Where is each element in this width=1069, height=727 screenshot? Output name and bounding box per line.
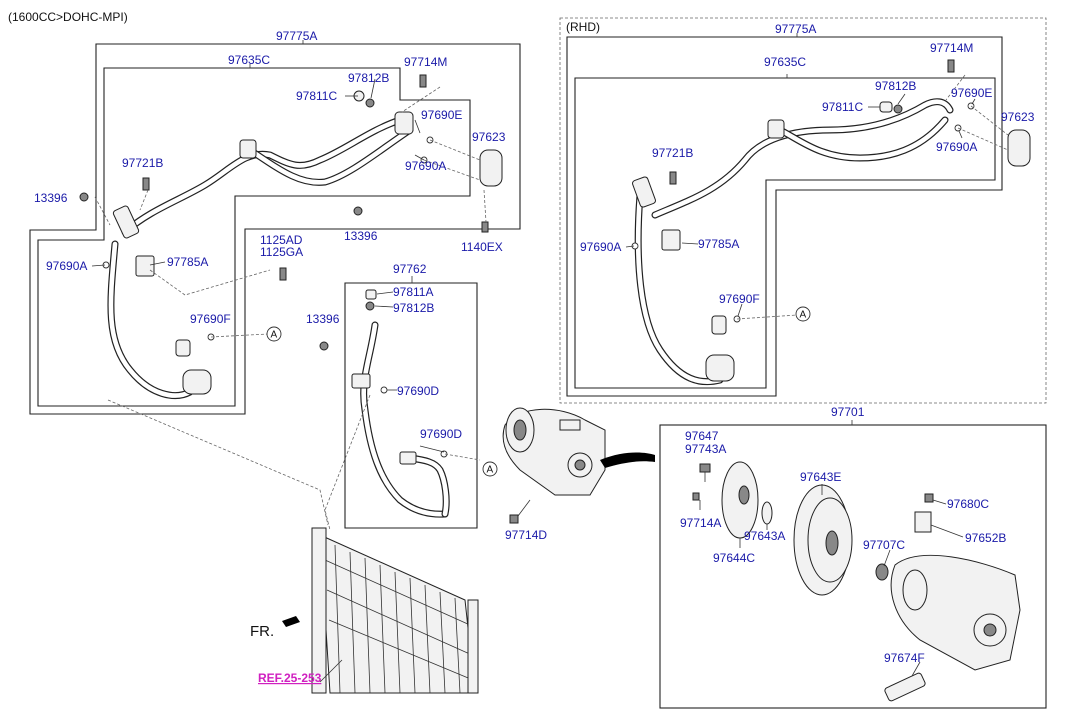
- rhd-callout-97690A-b[interactable]: 97690A: [936, 140, 977, 154]
- rhd-subassembly-outline-97635C: [574, 77, 996, 389]
- callout-97762[interactable]: 97762: [393, 262, 427, 276]
- callout-97690A[interactable]: 97690A: [46, 259, 87, 273]
- detail-outline-97701: [659, 424, 1047, 709]
- callout-97690F[interactable]: 97690F: [190, 312, 231, 326]
- rhd-callout-97690F[interactable]: 97690F: [719, 292, 760, 306]
- compressor-detail-97701: 97701 97647 97743A 97643E 97680C 97714A …: [659, 405, 1047, 709]
- callout-13396-b[interactable]: 13396: [344, 229, 378, 243]
- assembly-outline-97775A: [29, 43, 521, 415]
- outline-97762: [344, 282, 478, 529]
- compressor-assembly: A 97714D: [482, 407, 655, 542]
- callout-97674F[interactable]: 97674F: [884, 651, 925, 665]
- callout-97690D[interactable]: 97690D: [397, 384, 439, 398]
- subassembly-outline-97635C: [37, 67, 471, 407]
- callout-1140EX[interactable]: 1140EX: [461, 240, 503, 254]
- callout-97701[interactable]: 97701: [831, 405, 865, 419]
- receiver-dryer-icon: [479, 149, 503, 187]
- rhd-callout-97811C[interactable]: 97811C: [822, 100, 863, 114]
- marker-a-left-label: A: [271, 330, 278, 341]
- callout-97690A-top[interactable]: 97690A: [405, 159, 446, 173]
- rhd-callout-97623[interactable]: 97623: [1001, 110, 1035, 124]
- rhd-callout-97714M[interactable]: 97714M: [930, 41, 973, 55]
- rhd-callout-97721B[interactable]: 97721B: [652, 146, 693, 160]
- reference-link-25-253[interactable]: REF.25-253: [258, 671, 322, 685]
- discharge-hose-97762: 97762 97811A 97812B 13396 97690D 97690D: [107, 262, 481, 531]
- marker-a-center: [482, 461, 498, 477]
- callout-97690D-b[interactable]: 97690D: [420, 427, 462, 441]
- callout-97811A[interactable]: 97811A: [393, 285, 433, 299]
- callout-97811C[interactable]: 97811C: [296, 89, 337, 103]
- rhd-callout-97690E[interactable]: 97690E: [951, 86, 992, 100]
- rhd-callout-97775A[interactable]: 97775A: [775, 22, 816, 36]
- rhd-hose-assembly: (RHD) 97775A 97714M 97635C 97812B 97690E…: [559, 17, 1047, 404]
- rhd-assembly-outline-97775A: [566, 36, 1003, 397]
- callout-97647[interactable]: 97647: [685, 429, 719, 443]
- callout-97635C[interactable]: 97635C: [228, 53, 270, 67]
- rhd-callout-97635C[interactable]: 97635C: [764, 55, 806, 69]
- marker-a-left: [266, 326, 282, 342]
- callout-1125GA[interactable]: 1125GA: [260, 245, 303, 259]
- callout-13396-c[interactable]: 13396: [306, 312, 340, 326]
- rhd-header: (RHD): [566, 20, 600, 34]
- front-direction-label: FR.: [250, 623, 274, 640]
- rhd-receiver-dryer-icon: [1007, 129, 1031, 167]
- callout-97707C[interactable]: 97707C: [863, 538, 905, 552]
- callout-97680C[interactable]: 97680C: [947, 497, 989, 511]
- callout-1125AD[interactable]: 1125AD: [260, 233, 303, 247]
- marker-a-rhd: [795, 306, 811, 322]
- callout-97643E[interactable]: 97643E: [800, 470, 841, 484]
- callout-97775A[interactable]: 97775A: [276, 29, 317, 43]
- rhd-outline: [559, 17, 1047, 404]
- lhd-hose-assembly: 97775A 97635C 97714M 97812B 97811C 97690…: [29, 29, 521, 415]
- condenser: FR. REF.25-253: [250, 527, 479, 694]
- rhd-callout-97812B[interactable]: 97812B: [875, 79, 916, 93]
- callout-97714M[interactable]: 97714M: [404, 55, 447, 69]
- engine-spec-header: (1600CC>DOHC-MPI): [8, 10, 128, 24]
- marker-a-rhd-label: A: [800, 310, 807, 321]
- callout-97714A[interactable]: 97714A: [680, 516, 721, 530]
- callout-97743A[interactable]: 97743A: [685, 442, 726, 456]
- callout-97721B[interactable]: 97721B: [122, 156, 163, 170]
- callout-97644C[interactable]: 97644C: [713, 551, 755, 565]
- rhd-callout-97690A[interactable]: 97690A: [580, 240, 621, 254]
- callout-97812B-b[interactable]: 97812B: [393, 301, 434, 315]
- callout-97652B[interactable]: 97652B: [965, 531, 1006, 545]
- pressure-switch-icon: [884, 672, 926, 702]
- callout-97643A[interactable]: 97643A: [744, 529, 785, 543]
- callout-97690E[interactable]: 97690E: [421, 108, 462, 122]
- callout-97785A[interactable]: 97785A: [167, 255, 208, 269]
- rhd-callout-97785A[interactable]: 97785A: [698, 237, 739, 251]
- marker-a-center-label: A: [487, 465, 494, 476]
- callout-13396[interactable]: 13396: [34, 191, 68, 205]
- callout-97623[interactable]: 97623: [472, 130, 506, 144]
- callout-97812B[interactable]: 97812B: [348, 71, 389, 85]
- callout-97714D[interactable]: 97714D: [505, 528, 547, 542]
- front-arrow-icon: [282, 616, 300, 627]
